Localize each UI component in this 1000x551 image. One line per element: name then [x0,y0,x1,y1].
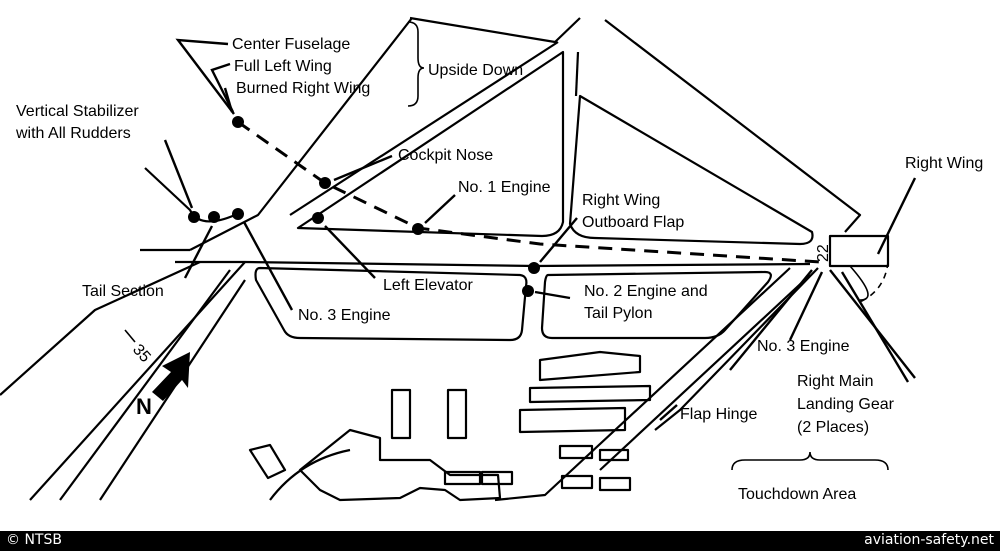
runway-22-arc [849,265,869,301]
main-taxiway-top [175,260,811,268]
label-vertical-stabilizer-1: Vertical Stabilizer [16,103,139,120]
right-building-2 [528,384,652,404]
runway-22-arc-2 [859,261,889,303]
building-complex-left [298,428,502,502]
tail-section-dot [208,211,220,223]
footer-credit: © NTSB [6,532,62,548]
label-no3-engine-left: No. 3 Engine [298,307,391,324]
runway-35-outer [0,260,201,396]
label-center-fuselage: Center Fuselage [232,36,350,53]
runway-35-marking [124,329,136,343]
runway-35-centerline [59,269,231,501]
right-building-small-3 [560,474,594,490]
tail-area-curve [144,167,236,223]
label-right-main-gear-2: Landing Gear [797,396,895,413]
arrow-no2-engine [534,290,571,300]
arrow-right-wing [876,177,917,255]
label-north: N [136,394,152,419]
label-runway-22: 22 [815,244,832,262]
arrow-burned-right-wing [223,87,234,113]
left-triangle-block [296,50,565,238]
no1-engine-dot [412,223,424,235]
upside-down-brace [407,21,425,107]
building-small-left [248,443,287,480]
airport-layout [0,16,890,502]
diagonal-road-center-right [574,51,580,97]
north-arrow [152,352,190,401]
right-building-small-4 [598,476,632,492]
no2-engine-dot [522,285,534,297]
right-buildings-group [538,350,642,382]
label-upside-down: Upside Down [428,62,523,79]
arrow-flap-hinge-lower [659,404,678,421]
lower-left-block [254,266,528,342]
label-no1-engine: No. 1 Engine [458,179,551,196]
arrow-center-fuselage [175,38,235,115]
right-building-small-1 [558,444,594,460]
lower-right-diagonal-b [494,267,791,502]
no3-engine-left-dot [232,208,244,220]
arrow-gear-2 [840,271,910,383]
label-right-wing: Right Wing [905,155,983,172]
label-touchdown-area: Touchdown Area [738,486,856,503]
label-no2-engine-1: No. 2 Engine and [584,283,708,300]
cockpit-nose-dot [319,177,331,189]
label-no2-engine-2: Tail Pylon [584,305,652,322]
building-block-b [480,470,514,486]
arrow-no3-engine-left [242,221,294,311]
building-tower-right [446,388,468,440]
right-building-small-2 [598,448,630,462]
lower-right-diagonal-a [599,274,811,471]
arrow-no1-engine [424,194,456,224]
label-no3-engine-right: No. 3 Engine [757,338,850,355]
label-runway-35: 35 [129,341,154,366]
right-building-3 [518,406,627,434]
arrow-full-left-wing [210,62,235,113]
vertical-stabilizer-dot [188,211,200,223]
lower-right-block [540,270,772,340]
label-full-left-wing: Full Left Wing [234,58,332,75]
leader-arrows [163,38,917,421]
arrow-no3-engine-right [788,271,824,341]
left-elevator-dot [312,212,324,224]
building-block-a [443,470,482,486]
arrow-vertical-stabilizer [163,139,194,209]
labels: Center Fuselage Full Left Wing Burned Ri… [15,36,983,503]
label-vertical-stabilizer-2: with All Rudders [15,125,131,142]
diagonal-road-far-right [604,19,862,233]
label-left-elevator: Left Elevator [383,277,474,294]
label-right-wing-flap-2: Outboard Flap [582,214,684,231]
diagonal-road-upper-right-edge [409,16,581,44]
label-burned-right-wing: Burned Right Wing [236,80,370,97]
arrow-tail-section [183,225,214,279]
building-tower-left [390,388,412,440]
wreckage-pieces [188,116,540,297]
diagonal-road-upper-left-edge [189,17,413,251]
lower-right-diagonal-c [654,267,819,431]
right-wing-flap-dot [528,262,540,274]
right-triangle-block [568,94,814,246]
label-tail-section: Tail Section [82,283,164,300]
building-curve [269,448,351,501]
footer-bar: © NTSB aviation-safety.net [0,531,1000,551]
label-flap-hinge: Flap Hinge [680,406,757,423]
arrow-flap-hinge [729,269,813,371]
runway-35-left-edge [29,261,246,501]
center-fuselage-dot [232,116,244,128]
label-cockpit-nose: Cockpit Nose [398,147,493,164]
wreckage-diagram: Center Fuselage Full Left Wing Burned Ri… [0,16,983,503]
touchdown-brace [731,451,889,471]
label-right-main-gear-1: Right Main [797,373,873,390]
label-right-wing-flap-1: Right Wing [582,192,660,209]
north-arrow-icon [152,352,190,401]
arrow-right-wing-flap [539,217,578,263]
arrow-left-elevator [324,225,376,279]
arrow-cockpit-nose [333,154,393,182]
label-right-main-gear-3: (2 Places) [797,419,869,436]
footer-site-link[interactable]: aviation-safety.net [864,532,994,548]
